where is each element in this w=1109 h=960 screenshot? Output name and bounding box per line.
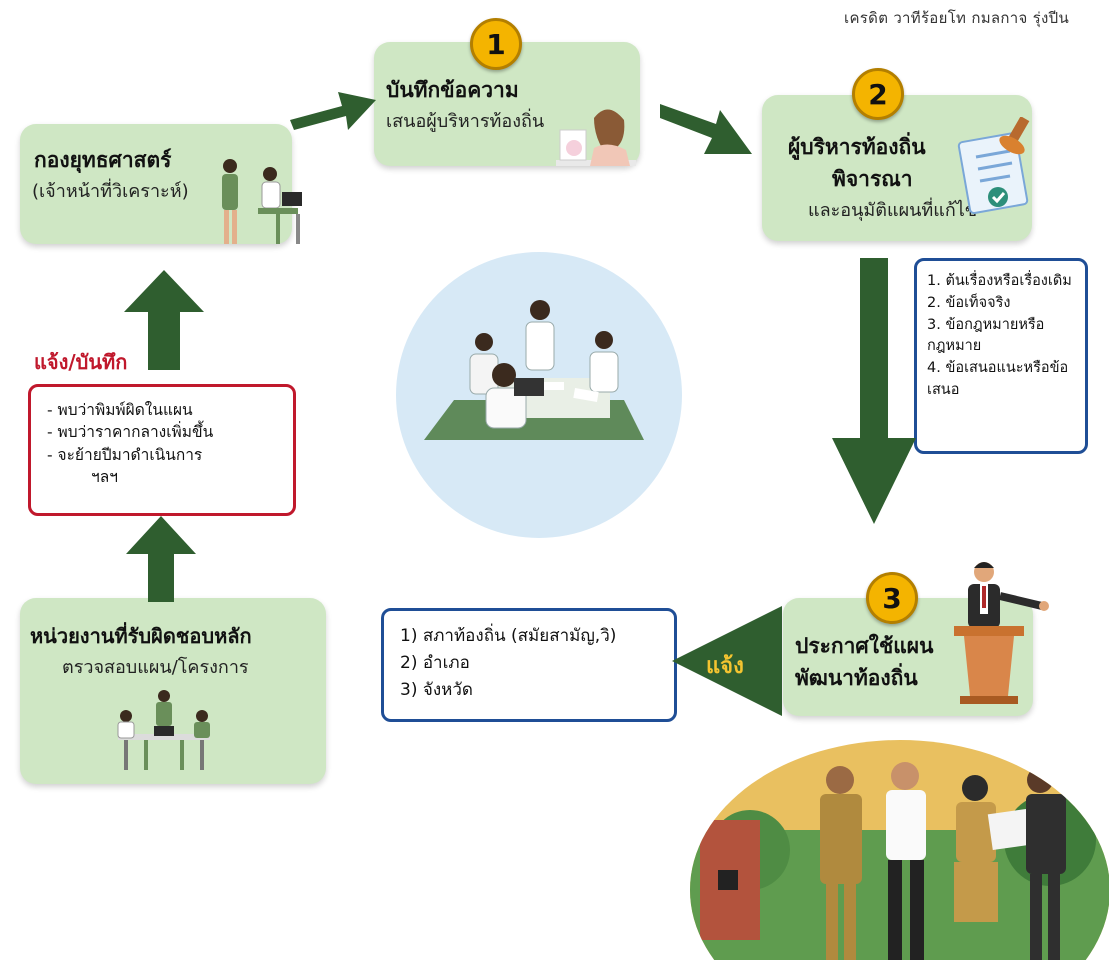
step2-subtitle: และอนุมัติแผนที่แก้ไข <box>808 200 978 221</box>
issues-item: - พบว่าราคากลางเพิ่มขึ้น <box>47 423 214 442</box>
arrow-strategy-to-step1 <box>290 92 376 130</box>
step2-title-line2: พิจารณา <box>832 167 913 191</box>
arrow-notify-left <box>672 606 782 716</box>
arrow-step1-to-step2 <box>660 104 752 154</box>
step2-box: ผู้บริหารท้องถิ่น พิจารณา และอนุมัติแผนท… <box>762 95 1032 241</box>
approved-document-illustration <box>957 117 1030 215</box>
criteria-note: 1. ต้นเรื่องหรือเรื่องเดิม 2. ข้อเท็จจริ… <box>914 258 1088 454</box>
criteria-item: 2. ข้อเท็จจริง <box>927 294 1011 311</box>
issues-note: - พบว่าพิมพ์ผิดในแผน - พบว่าราคากลางเพิ่… <box>28 384 296 516</box>
arrow-step2-down <box>832 258 916 524</box>
issues-item: - จะย้ายปีมาดำเนินการ <box>47 445 203 464</box>
criteria-item: 4. ข้อเสนอแนะหรือข้อเสนอ <box>927 360 1069 398</box>
meeting-circle-illustration <box>396 252 682 538</box>
strategy-division-subtitle: (เจ้าหน้าที่วิเคราะห์) <box>32 181 189 202</box>
recipients-note: 1) สภาท้องถิ่น (สมัยสามัญ,วิ) 2) อำเภอ 3… <box>381 608 677 722</box>
arrow-up-to-issues <box>126 516 196 602</box>
criteria-item: 3. ข้อกฎหมายหรือกฎหมาย <box>927 316 1045 355</box>
strategy-division-box: กองยุทธศาสตร์ (เจ้าหน้าที่วิเคราะห์) <box>20 124 302 244</box>
responsible-unit-box: หน่วยงานที่รับผิดชอบหลัก ตรวจสอบแผน/โครง… <box>20 598 326 784</box>
responsible-unit-title: หน่วยงานที่รับผิดชอบหลัก <box>30 624 252 648</box>
responsible-unit-subtitle: ตรวจสอบแผน/โครงการ <box>62 657 249 678</box>
step2-title-line1: ผู้บริหารท้องถิ่น <box>788 135 926 159</box>
step3-title-line1: ประกาศใช้แผน <box>795 634 934 658</box>
strategy-division-title: กองยุทธศาสตร์ <box>34 148 172 172</box>
step3-badge: 3 <box>866 572 918 624</box>
recipient-item: 2) อำเภอ <box>400 653 470 674</box>
recipient-item: 3) จังหวัด <box>400 680 473 701</box>
community-group-illustration <box>690 740 1109 960</box>
step1-badge: 1 <box>470 18 522 70</box>
issues-item: - พบว่าพิมพ์ผิดในแผน <box>47 401 193 419</box>
credit-text: เครดิต วาทีร้อยโท กมลกาจ รุ่งปีน <box>844 9 1069 27</box>
team-meeting-illustration <box>117 690 210 770</box>
step1-subtitle: เสนอผู้บริหารท้องถิ่น <box>386 111 545 132</box>
recipient-item: 1) สภาท้องถิ่น (สมัยสามัญ,วิ) <box>400 626 617 646</box>
arrow-up-to-strategy <box>124 270 204 370</box>
speaker-at-podium-illustration <box>954 562 1049 704</box>
issues-item: ฯลฯ <box>91 468 118 487</box>
criteria-item: 1. ต้นเรื่องหรือเรื่องเดิม <box>927 273 1072 289</box>
step3-title-line2: พัฒนาท้องถิ่น <box>795 666 918 690</box>
step2-badge: 2 <box>852 68 904 120</box>
notify-record-label: แจ้ง/บันทึก <box>34 350 128 374</box>
analysts-illustration <box>222 159 302 244</box>
notify-label: แจ้ง <box>706 654 744 679</box>
step1-title: บันทึกข้อความ <box>386 78 519 102</box>
woman-at-desk-illustration <box>556 109 636 166</box>
